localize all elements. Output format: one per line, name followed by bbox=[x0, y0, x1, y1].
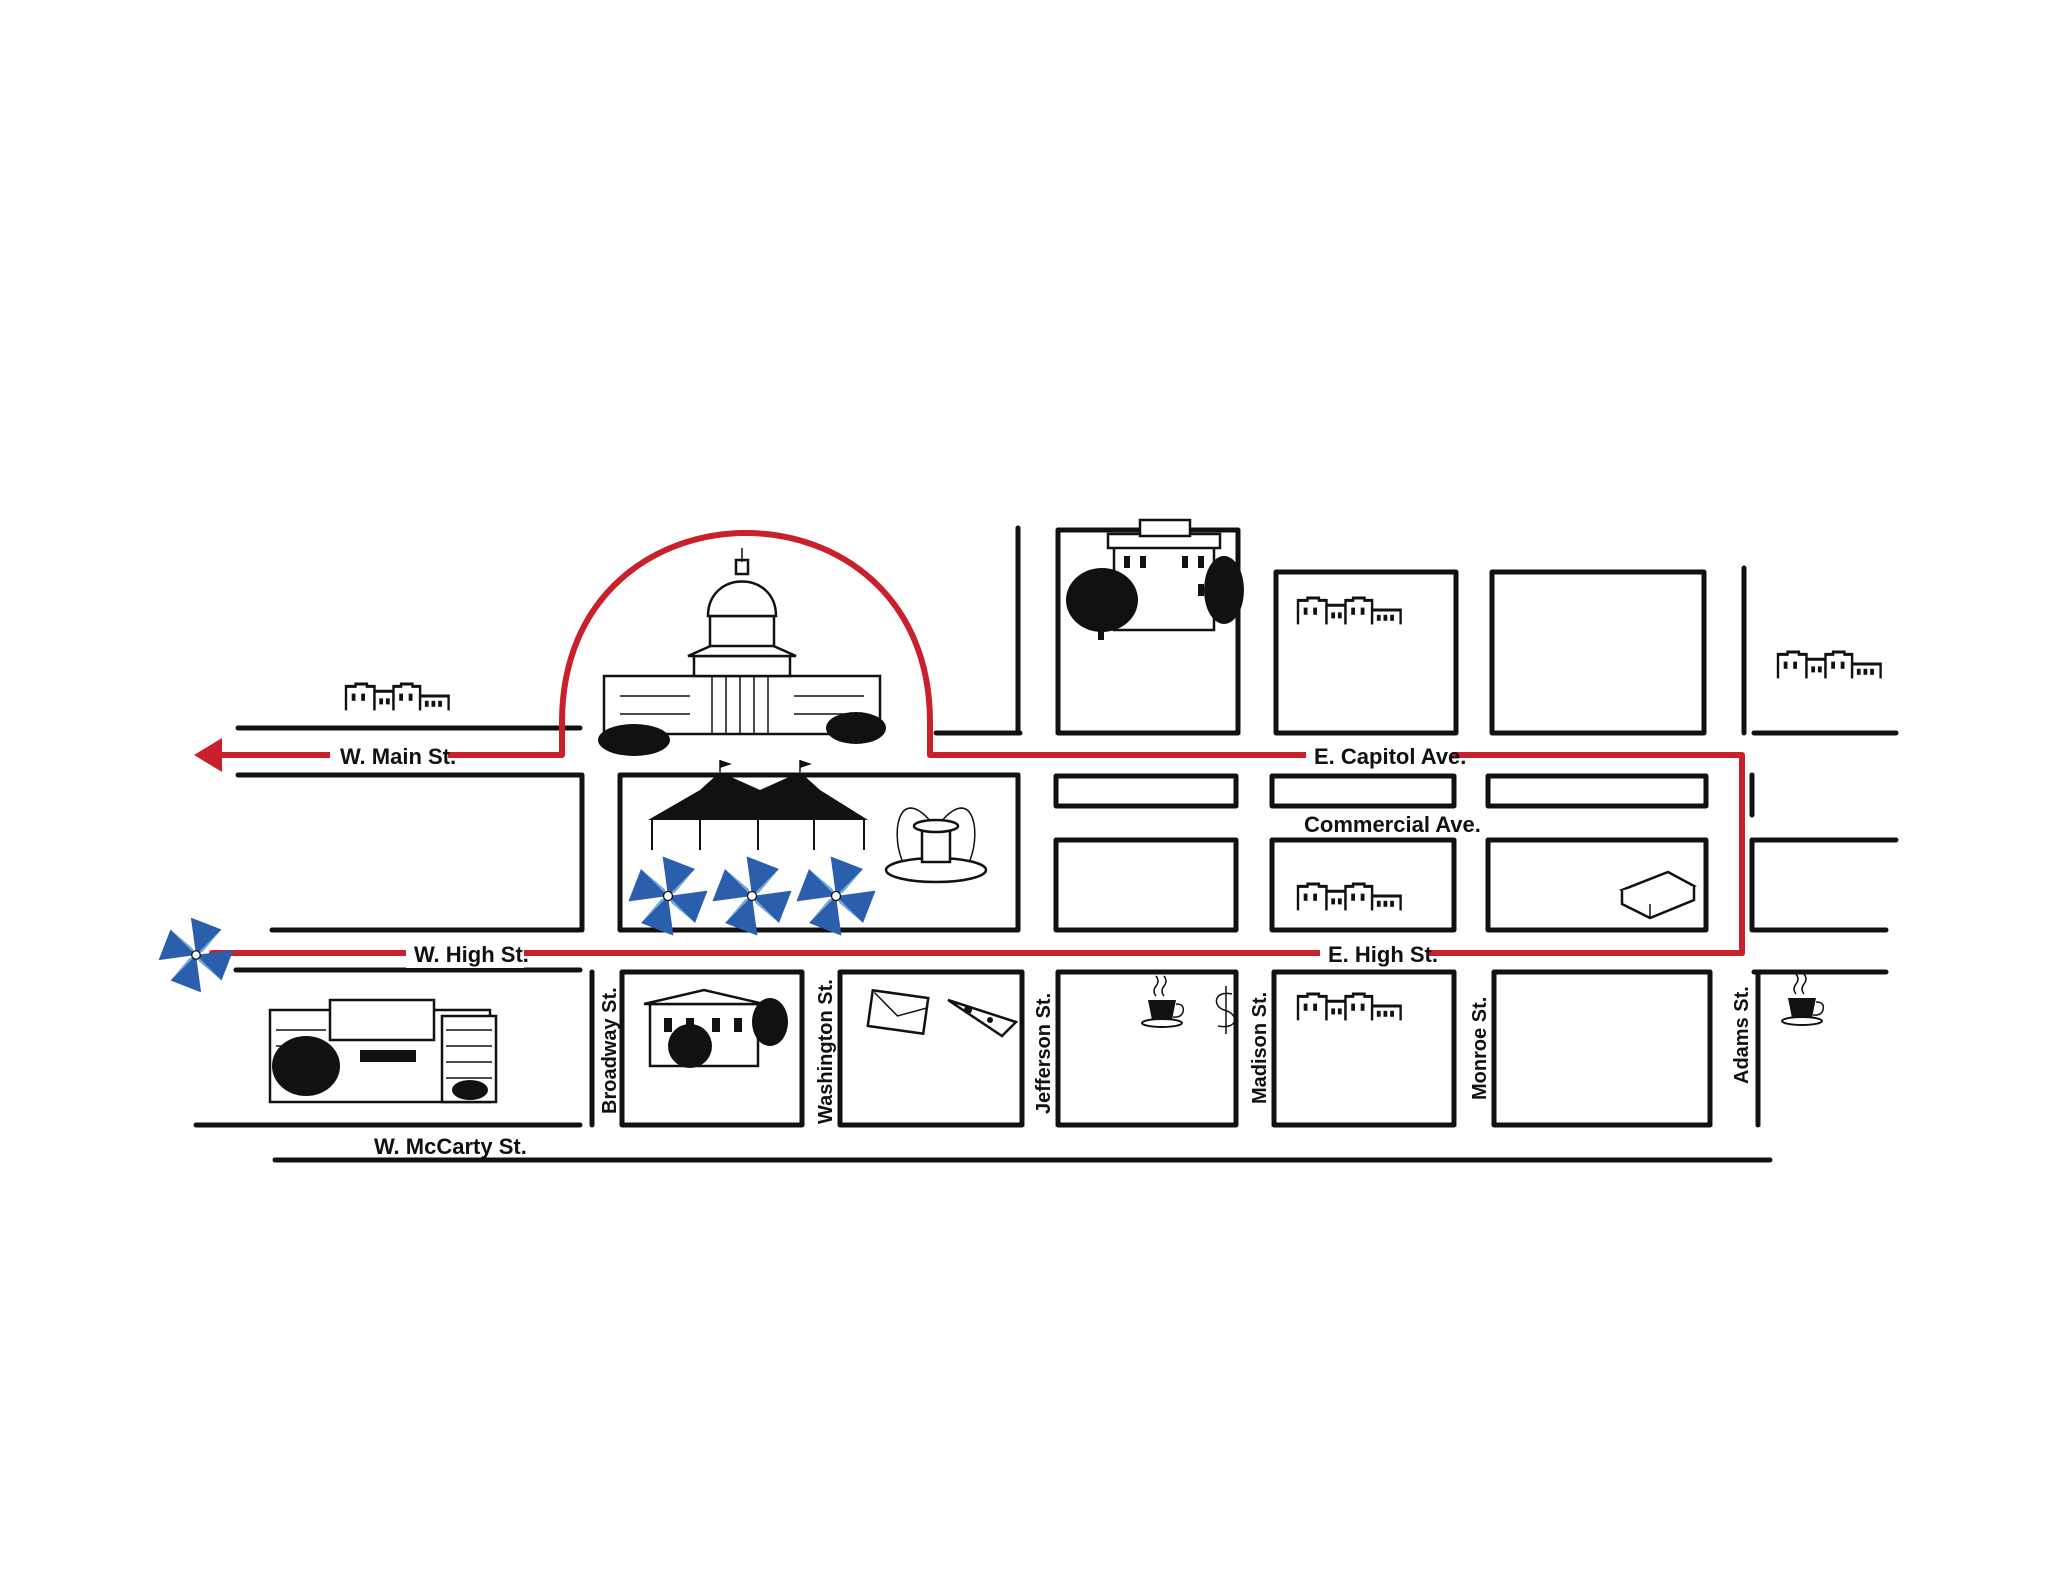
courthouse-icon bbox=[643, 988, 788, 1068]
street-label-commercial: Commercial Ave. bbox=[1304, 812, 1481, 837]
street-label-washington: Washington St. bbox=[815, 979, 837, 1124]
book-icon bbox=[1618, 870, 1697, 920]
roads-horizontal bbox=[193, 725, 1899, 1163]
street-label-e-high: E. High St. bbox=[1328, 942, 1438, 967]
route-arrowhead bbox=[194, 738, 222, 772]
street-label-adams: Adams St. bbox=[1731, 986, 1753, 1084]
coffee-icon bbox=[1781, 973, 1825, 1026]
city-blocks bbox=[617, 527, 1713, 1128]
street-label-madison: Madison St. bbox=[1249, 992, 1271, 1104]
tent-icon bbox=[648, 760, 868, 850]
street-label-monroe: Monroe St. bbox=[1469, 997, 1491, 1100]
coffee-icon bbox=[1141, 975, 1185, 1028]
mail-icon bbox=[866, 988, 930, 1036]
pinwheel-icon bbox=[157, 916, 235, 994]
fountain-icon bbox=[884, 807, 988, 884]
office-building-icon bbox=[268, 998, 498, 1104]
street-label-w-main: W. Main St. bbox=[340, 744, 456, 769]
street-label-e-capitol: E. Capitol Ave. bbox=[1314, 744, 1466, 769]
street-label-broadway: Broadway St. bbox=[599, 987, 621, 1114]
mansion-icon bbox=[1066, 518, 1244, 640]
vertical-street-labels: Broadway St. Washington St. Jefferson St… bbox=[599, 979, 1753, 1124]
dollar-icon bbox=[1215, 986, 1236, 1034]
street-label-w-mccarty: W. McCarty St. bbox=[374, 1134, 527, 1159]
pizza-icon bbox=[947, 998, 1019, 1038]
capitol-icon bbox=[598, 548, 886, 756]
street-label-w-high: W. High St. bbox=[414, 942, 529, 967]
storefront-icon bbox=[344, 596, 1883, 1022]
street-labels: W. Main St. E. Capitol Ave. Commercial A… bbox=[330, 742, 1481, 1159]
pinwheel-icon bbox=[627, 855, 877, 937]
street-label-jefferson: Jefferson St. bbox=[1033, 993, 1055, 1114]
